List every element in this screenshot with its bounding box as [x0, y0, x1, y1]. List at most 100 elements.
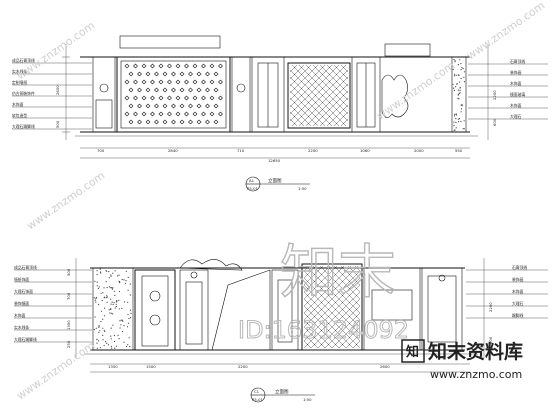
marble-speck [118, 274, 120, 276]
tuft-mark [213, 119, 219, 125]
lattice-line [319, 64, 349, 94]
lattice-line [303, 265, 317, 279]
marble-speck [113, 340, 116, 343]
marble-speck [112, 324, 114, 326]
marble-speck [128, 337, 130, 339]
view-tag-c: C1 P3-01 立面图 1:50 [250, 387, 315, 403]
tuft-mark [171, 71, 176, 77]
leader-label: 大理石踢脚线 [14, 337, 37, 342]
lattice-line [289, 64, 298, 73]
leader-label: 装饰画 [512, 277, 524, 282]
dim-bottom-4: 2200 [308, 148, 318, 153]
tuft-mark [141, 79, 147, 85]
marble-speck [127, 344, 129, 346]
tuft-mark [158, 95, 164, 101]
marble-speck [98, 340, 100, 342]
marble-speck [453, 121, 455, 123]
tuft-mark [154, 119, 159, 125]
marble-speck [461, 104, 463, 106]
marble-speck [125, 270, 127, 272]
tuft-mark [201, 111, 206, 117]
watermark-diag-4: www.znzmo.com [374, 59, 457, 123]
tuft-mark [145, 103, 151, 109]
dim2-right-2: 600 [488, 336, 493, 344]
lattice-line [289, 118, 298, 127]
leader-label: 装饰画 [510, 70, 522, 75]
tuft-mark [192, 79, 198, 85]
dim-bottom-3: 710 [237, 148, 245, 153]
marble-speck [127, 322, 129, 324]
lattice-line [289, 64, 326, 101]
marble-speck [454, 60, 456, 62]
tuft-mark [201, 95, 206, 101]
tuft-mark [150, 111, 155, 117]
dim-right-1: 2200 [492, 90, 497, 100]
marble-speck [460, 77, 462, 80]
marble-texture [452, 58, 466, 131]
tuft-mark [124, 111, 130, 117]
marble-speck [113, 290, 115, 292]
marble-speck [127, 289, 129, 291]
tuft-mark [158, 79, 164, 85]
lattice-line [347, 265, 361, 279]
lattice-line [303, 265, 338, 300]
lattice-line [289, 83, 333, 127]
marble-speck [98, 286, 100, 288]
marble-speck [98, 325, 100, 327]
marble-speck [110, 287, 112, 289]
marble-speck [107, 344, 110, 346]
watermark-diag-5: www.znzmo.com [14, 339, 97, 403]
dim2-left-1: 500 [66, 268, 71, 276]
leader-label: 大理石踢脚线 [12, 124, 35, 129]
marble-speck [96, 338, 98, 341]
leader-label: 木饰面 [12, 102, 24, 107]
tuft-mark [213, 103, 219, 109]
tuft-mark [209, 111, 215, 117]
tuft-mark [137, 103, 142, 109]
marble-speck [455, 86, 457, 88]
marble-speck [112, 313, 114, 315]
leader-label: 软包造型 [12, 113, 27, 118]
tuft-mark [205, 71, 210, 77]
marble-speck [459, 91, 461, 93]
lattice-line [289, 64, 312, 87]
tuft-mark [209, 63, 215, 69]
marble-speck [110, 274, 112, 276]
tuft-mark [133, 79, 138, 85]
marble-speck [94, 299, 96, 301]
lattice-line [291, 69, 349, 127]
tuft-mark [124, 63, 130, 69]
svg-text:立面图: 立面图 [268, 177, 282, 184]
leader-label: 镜面玻璃 [510, 92, 525, 97]
tuft-mark [209, 95, 215, 101]
marble-speck [455, 74, 457, 76]
marble-speck [453, 115, 456, 117]
lattice-line [289, 111, 305, 127]
marble-speck [110, 298, 112, 300]
marble-speck [99, 271, 101, 273]
marble-speck [110, 275, 112, 277]
marble-speck [106, 301, 108, 303]
lattice-line [303, 265, 331, 293]
marble-speck [103, 315, 106, 317]
marble-speck [112, 287, 114, 289]
marble-speck [454, 113, 456, 115]
marble-speck [127, 301, 129, 303]
marble-speck [102, 334, 104, 336]
marble-speck [124, 282, 127, 284]
marble-speck [461, 67, 463, 69]
lattice-line [303, 265, 310, 272]
marble-speck [129, 294, 131, 296]
tuft-mark [201, 63, 206, 69]
tuft-mark [128, 103, 134, 109]
marble-speck [115, 303, 117, 305]
tuft-mark [188, 119, 193, 125]
marble-speck [114, 307, 116, 309]
tuft-mark [188, 103, 193, 109]
brand-cn: 知末资料库 [428, 340, 523, 363]
dim-bottom-6: 2000 [414, 148, 424, 153]
marble-speck [455, 127, 457, 129]
tuft-mark [145, 71, 151, 77]
marble-speck [458, 98, 460, 100]
